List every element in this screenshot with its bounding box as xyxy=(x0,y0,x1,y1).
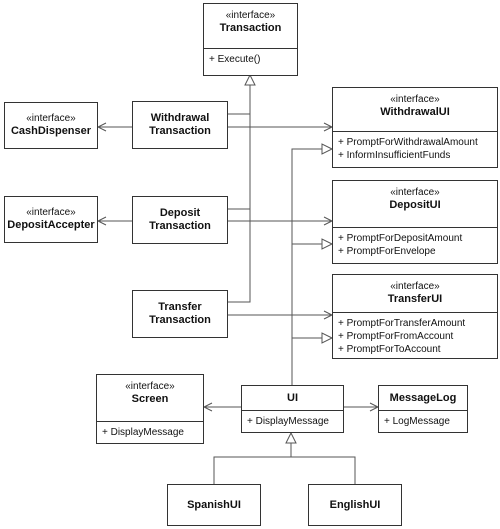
dependency-ui-screen xyxy=(202,402,241,412)
stereotype-label: «interface» xyxy=(390,281,440,292)
dependency-deposit-depositui xyxy=(228,216,334,226)
class-name: DepositAccepter xyxy=(7,219,95,231)
generalization-line-subclasses xyxy=(213,443,356,484)
screen-interface[interactable]: «interface» Screen + DisplayMessage xyxy=(96,374,204,444)
class-name: Screen xyxy=(131,393,169,405)
ui-class[interactable]: UI + DisplayMessage xyxy=(241,385,344,433)
dependency-ui-messagelog xyxy=(344,402,380,412)
operation: + PromptForTransferAmount xyxy=(338,318,466,329)
operations-compartment: + PromptForTransferAmount + PromptForFro… xyxy=(333,312,497,358)
operation: + DisplayMessage xyxy=(102,427,184,438)
realization-line-withdrawal xyxy=(228,85,251,115)
withdrawal-ui-interface[interactable]: «interface» WithdrawalUI + PromptForWith… xyxy=(332,87,498,168)
realization-line-transfer xyxy=(228,114,251,303)
dependency-withdrawal-cashdispenser xyxy=(96,122,132,132)
class-name-line2: Transaction xyxy=(149,220,211,232)
class-name: EnglishUI xyxy=(329,498,381,511)
class-name-line2: Transaction xyxy=(149,314,211,326)
dependency-transfer-transferui xyxy=(228,310,334,320)
dependency-withdrawal-withdrawalui xyxy=(228,122,334,132)
operations-compartment: + PromptForWithdrawalAmount + InformInsu… xyxy=(333,131,497,167)
class-name: DepositUI xyxy=(389,199,441,211)
withdrawal-transaction-class[interactable]: Withdrawal Transaction xyxy=(132,101,228,149)
operation: + PromptForDepositAmount xyxy=(338,233,463,244)
class-name-line2: Transaction xyxy=(149,125,211,137)
operation: + LogMessage xyxy=(384,416,450,427)
deposit-transaction-class[interactable]: Deposit Transaction xyxy=(132,196,228,244)
transaction-interface[interactable]: «interface» Transaction + Execute() xyxy=(203,3,298,76)
spanish-ui-class[interactable]: SpanishUI xyxy=(167,484,261,526)
class-name: SpanishUI xyxy=(187,498,241,511)
transfer-transaction-class[interactable]: Transfer Transaction xyxy=(132,290,228,338)
cash-dispenser-interface[interactable]: «interface» CashDispenser xyxy=(4,102,98,149)
class-name: TransferUI xyxy=(387,293,443,305)
stereotype-label: «interface» xyxy=(125,381,175,392)
dependency-deposit-depositaccepter xyxy=(96,216,132,226)
operation: + DisplayMessage xyxy=(247,416,329,427)
stereotype-label: «interface» xyxy=(225,10,276,21)
realization-arrowhead-transferui xyxy=(321,332,334,344)
operation: + Execute() xyxy=(209,54,261,65)
realization-arrowhead-transaction xyxy=(244,73,256,86)
operations-compartment: + Execute() xyxy=(204,48,297,75)
operations-compartment: + DisplayMessage xyxy=(97,421,203,443)
operation: + PromptForEnvelope xyxy=(338,246,436,257)
realization-line-ui xyxy=(291,148,322,385)
class-name: MessageLog xyxy=(389,392,457,404)
operation: + PromptForFromAccount xyxy=(338,331,454,342)
realization-arrowhead-withdrawalui xyxy=(321,143,334,155)
operations-compartment: + PromptForDepositAmount + PromptForEnve… xyxy=(333,227,497,263)
stereotype-label: «interface» xyxy=(390,187,440,198)
stereotype-label: «interface» xyxy=(26,207,76,218)
english-ui-class[interactable]: EnglishUI xyxy=(308,484,402,526)
class-name: Transaction xyxy=(219,22,282,34)
deposit-ui-interface[interactable]: «interface» DepositUI + PromptForDeposit… xyxy=(332,180,498,264)
stereotype-label: «interface» xyxy=(390,94,440,105)
operation: + PromptForWithdrawalAmount xyxy=(338,137,478,148)
operation: + InformInsufficientFunds xyxy=(338,150,451,161)
class-name: WithdrawalUI xyxy=(380,106,450,118)
deposit-accepter-interface[interactable]: «interface» DepositAccepter xyxy=(4,196,98,243)
realization-arrowhead-depositui xyxy=(321,238,334,250)
class-name-line1: Withdrawal xyxy=(150,112,210,124)
stereotype-label: «interface» xyxy=(26,113,76,124)
class-name: UI xyxy=(287,392,298,404)
generalization-arrowhead-ui xyxy=(285,431,297,444)
transfer-ui-interface[interactable]: «interface» TransferUI + PromptForTransf… xyxy=(332,274,498,359)
operations-compartment: + LogMessage xyxy=(379,410,467,432)
class-name-line1: Transfer xyxy=(158,301,202,313)
operation: + PromptForToAccount xyxy=(338,344,441,355)
class-name-line1: Deposit xyxy=(159,207,201,219)
message-log-class[interactable]: MessageLog + LogMessage xyxy=(378,385,468,433)
class-name: CashDispenser xyxy=(10,125,92,137)
operations-compartment: + DisplayMessage xyxy=(242,410,343,432)
